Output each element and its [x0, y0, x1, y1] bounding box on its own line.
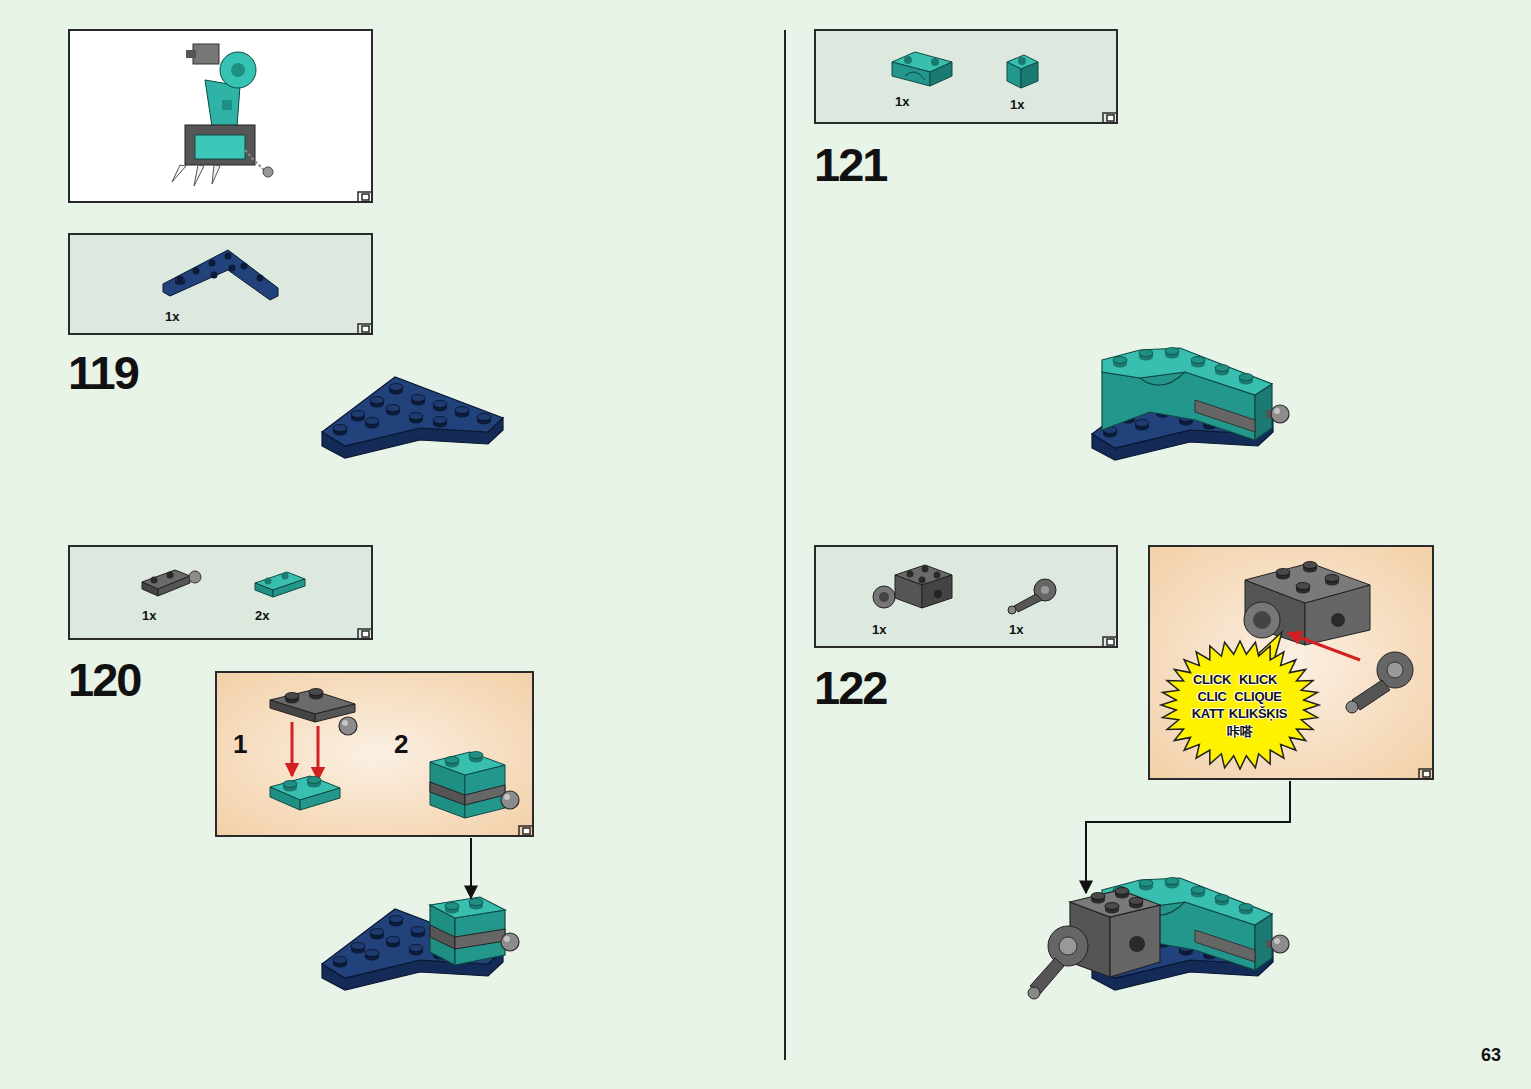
click-word: KLIKŠĶIS	[1229, 706, 1287, 722]
part-quantity: 1x	[872, 622, 886, 638]
part-quantity: 1x	[1009, 622, 1023, 638]
click-word: 咔嗒	[1227, 724, 1252, 740]
click-word: KLICK	[1239, 672, 1277, 688]
sub-step-number: 1	[233, 729, 247, 760]
step-number: 121	[814, 141, 886, 188]
click-word: CLIQUE	[1234, 689, 1281, 705]
part-quantity: 1x	[1010, 97, 1024, 113]
click-word: KATT	[1192, 706, 1225, 722]
parts-box: 1x 2x	[68, 545, 373, 640]
part-quantity: 1x	[142, 608, 156, 624]
parts-box: 1x 1x	[814, 29, 1118, 124]
parts-box: 1x	[68, 233, 373, 335]
part-quantity: 1x	[165, 309, 179, 325]
starburst-outline	[1160, 640, 1320, 770]
click-word: CLICK	[1193, 672, 1231, 688]
part-quantity: 1x	[895, 94, 909, 110]
part-quantity: 2x	[255, 608, 269, 624]
sub-step-number: 2	[394, 729, 408, 760]
step-number: 120	[68, 656, 140, 703]
click-word: CLIC	[1197, 689, 1226, 705]
page-number: 63	[1481, 1046, 1501, 1064]
step-number: 122	[814, 664, 886, 711]
click-starburst: CLICK KLICK CLIC CLIQUE KATTKLIKŠĶIS 咔嗒	[1160, 640, 1320, 770]
parts-box: 1x 1x	[814, 545, 1118, 648]
sub-step-callout: 12	[215, 671, 534, 837]
step-number: 119	[68, 349, 138, 396]
